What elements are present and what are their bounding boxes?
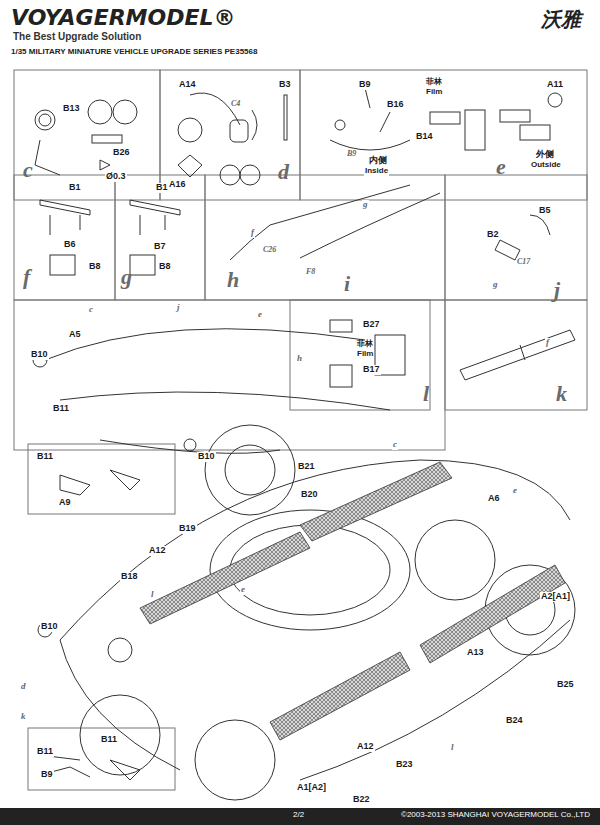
subassembly-ref: C4: [230, 100, 241, 109]
part-number: A9: [58, 498, 72, 508]
subassembly-ref: f: [250, 228, 255, 238]
part-number: B18: [120, 572, 139, 582]
part-number: 内侧: [368, 156, 388, 166]
part-number: 外侧: [535, 150, 555, 160]
part-number: B10: [197, 452, 216, 462]
part-number: B10: [40, 622, 59, 632]
brand-logo: VOYAGERMODEL®: [10, 6, 237, 30]
step-letter: k: [555, 382, 568, 406]
subassembly-ref: l: [450, 743, 455, 753]
part-number: B19: [178, 524, 197, 534]
part-number: A16: [168, 180, 187, 190]
tagline: The Best Upgrade Solution: [12, 31, 142, 42]
step-letter: i: [343, 272, 351, 296]
part-number: B11: [36, 452, 54, 462]
part-number: Film: [356, 350, 374, 359]
part-number: B27: [362, 320, 381, 330]
subassembly-ref: F8: [305, 268, 316, 277]
part-number: B26: [112, 148, 131, 158]
part-number: A1[A2]: [296, 783, 327, 793]
sheet-title: 1/35 MILITARY MINIATURE VEHICLE UPGRADE …: [10, 48, 258, 57]
part-number: A12: [148, 546, 167, 556]
subassembly-ref: B9: [346, 150, 357, 159]
step-letter: c: [22, 158, 34, 182]
part-number: 菲林: [425, 78, 443, 87]
part-number: B2: [486, 230, 500, 240]
part-number: A11: [546, 80, 564, 90]
brand-logo: 沃雅: [540, 8, 582, 30]
part-number: B10: [30, 350, 49, 360]
subassembly-ref: e: [240, 585, 246, 595]
part-number: B16: [386, 100, 405, 110]
part-number: B17: [362, 365, 381, 375]
part-number: B6: [63, 240, 77, 250]
part-number: B8: [158, 262, 172, 272]
part-number: B13: [62, 104, 81, 114]
part-number: A14: [178, 80, 197, 90]
step-letter: h: [226, 268, 240, 292]
part-number: B9: [40, 770, 54, 780]
part-number: Film: [425, 88, 443, 97]
part-number: B14: [415, 132, 434, 142]
subassembly-ref: j: [176, 303, 181, 313]
part-number: B3: [278, 80, 292, 90]
part-number: B8: [88, 262, 102, 272]
part-number: B9: [358, 80, 372, 90]
part-number: B23: [395, 760, 414, 770]
part-number: B1: [155, 183, 169, 193]
part-number: B25: [556, 680, 575, 690]
step-letter: j: [553, 278, 561, 302]
part-number: B11: [52, 404, 70, 414]
step-letter: d: [277, 160, 290, 184]
part-number: A2[A1]: [540, 592, 571, 602]
part-number: B20: [300, 490, 319, 500]
part-number: B7: [153, 242, 167, 252]
part-number: B11: [100, 735, 118, 745]
subassembly-ref: f: [545, 338, 550, 348]
step-letter: g: [120, 265, 133, 289]
part-number: B22: [352, 795, 371, 805]
subassembly-ref: h: [296, 354, 303, 364]
part-number: A6: [487, 494, 501, 504]
step-letter: l: [422, 382, 430, 406]
subassembly-ref: g: [492, 280, 499, 290]
part-number: B11: [36, 747, 54, 757]
part-number: Inside: [364, 167, 389, 176]
part-number: B5: [538, 206, 552, 216]
step-letter: f: [22, 265, 31, 289]
subassembly-ref: C26: [262, 246, 277, 255]
part-number: A12: [356, 742, 375, 752]
page-number: 2/2: [292, 811, 305, 820]
subassembly-ref: c: [392, 440, 398, 450]
subassembly-ref: e: [512, 486, 518, 496]
part-number: A5: [68, 330, 82, 340]
subassembly-ref: c: [88, 305, 94, 315]
copyright: ©2003-2013 SHANGHAI VOYAGERMODEL Co.,LTD: [400, 811, 591, 820]
part-number: Ø0.3: [105, 172, 127, 182]
subassembly-ref: l: [150, 590, 155, 600]
part-number: B21: [297, 462, 316, 472]
subassembly-ref: k: [20, 712, 27, 722]
part-number: Outside: [530, 161, 562, 170]
subassembly-ref: d: [20, 682, 27, 692]
part-number: 菲林: [356, 340, 374, 349]
part-number: A13: [466, 648, 485, 658]
part-number: B1: [68, 183, 82, 193]
part-number: B24: [505, 716, 524, 726]
step-letter: e: [495, 155, 507, 179]
subassembly-ref: g: [362, 200, 369, 210]
subassembly-ref: e: [257, 310, 263, 320]
subassembly-ref: C17: [516, 258, 531, 267]
